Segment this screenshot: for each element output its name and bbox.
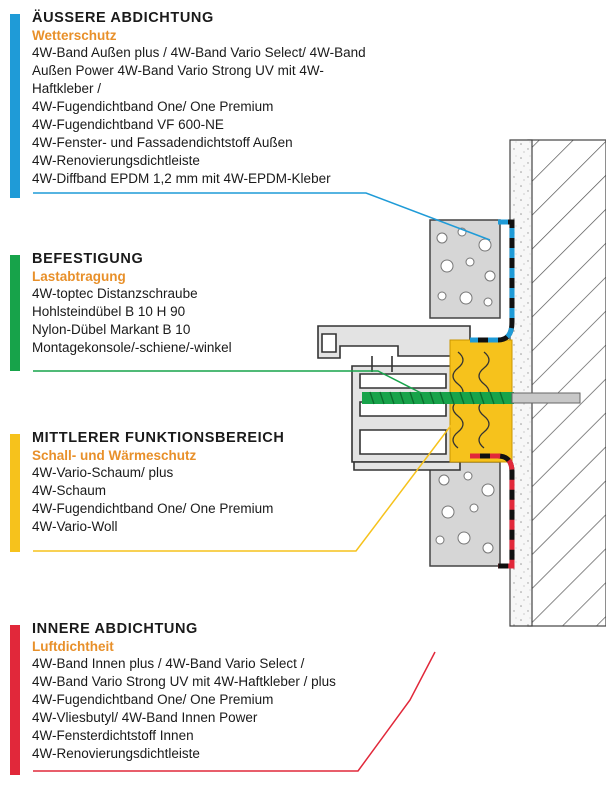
section-subtitle: Lastabtragung	[32, 269, 126, 284]
lower-reveal-block	[429, 461, 501, 567]
outer-sealing-band	[470, 219, 515, 343]
list-item: 4W-Vario-Woll	[32, 519, 118, 534]
list-item: 4W-Band Vario Strong UV mit 4W-Haftklebe…	[32, 674, 336, 689]
leader-line-blue	[33, 192, 491, 241]
list-item: 4W-Renovierungsdichtleiste	[32, 153, 200, 168]
list-item: 4W-Fugendichtband VF 600-NE	[32, 117, 224, 132]
inner-sealing-band	[470, 453, 515, 569]
list-item: 4W-toptec Distanzschraube	[32, 286, 198, 301]
section-content: INNERE ABDICHTUNG Luftdichtheit 4W-Band …	[32, 621, 422, 763]
section-content: BEFESTIGUNG Lastabtragung 4W-toptec Dist…	[32, 251, 422, 357]
section-title: ÄUSSERE ABDICHTUNG	[32, 10, 214, 26]
section-content: MITTLERER FUNKTIONSBEREICH Schall- und W…	[32, 430, 422, 536]
list-item: 4W-Renovierungsdichtleiste	[32, 746, 200, 761]
green-category-bar	[10, 255, 20, 371]
leader-line-yellow	[33, 419, 456, 552]
list-item: 4W-Schaum	[32, 483, 107, 498]
list-item: 4W-Diffband EPDM 1,2 mm mit 4W-EPDM-Kleb…	[32, 171, 331, 186]
list-item: Nylon-Dübel Markant B 10	[32, 322, 191, 337]
blue-category-bar	[10, 14, 20, 198]
list-item: 4W-Fugendichtband One/ One Premium	[32, 692, 274, 707]
list-item: Hohlsteindübel B 10 H 90	[32, 304, 186, 319]
section-subtitle: Wetterschutz	[32, 28, 117, 43]
list-item: 4W-Band Außen plus / 4W-Band Vario Selec…	[32, 45, 366, 60]
list-item: 4W-Fensterdichtstoff Innen	[32, 728, 194, 743]
list-item: Montagekonsole/-schiene/-winkel	[32, 340, 232, 355]
list-item: Außen Power 4W-Band Vario Strong UV mit …	[32, 63, 324, 78]
leader-line-red	[33, 651, 436, 772]
leader-line-green	[33, 370, 426, 396]
section-title: INNERE ABDICHTUNG	[32, 621, 198, 637]
upper-reveal-block	[429, 219, 501, 319]
list-item: 4W-Band Innen plus / 4W-Band Vario Selec…	[32, 656, 305, 671]
section-subtitle: Schall- und Wärmeschutz	[32, 448, 197, 463]
list-item: 4W-Vario-Schaum/ plus	[32, 465, 174, 480]
list-item: 4W-Fugendichtband One/ One Premium	[32, 501, 274, 516]
section-subtitle: Luftdichtheit	[32, 639, 114, 654]
section-title: BEFESTIGUNG	[32, 251, 144, 267]
red-category-bar	[10, 625, 20, 775]
list-item: 4W-Fugendichtband One/ One Premium	[32, 99, 274, 114]
yellow-category-bar	[10, 434, 20, 552]
masonry-wall	[509, 139, 606, 627]
list-item: Haftkleber /	[32, 81, 102, 96]
fastening-screw	[362, 391, 581, 405]
section-title: MITTLERER FUNKTIONSBEREICH	[32, 430, 285, 446]
list-item: 4W-Fenster- und Fassadendichtstoff Außen	[32, 135, 293, 150]
section-content: ÄUSSERE ABDICHTUNG Wetterschutz 4W-Band …	[32, 10, 422, 188]
list-item: 4W-Vliesbutyl/ 4W-Band Innen Power	[32, 710, 258, 725]
